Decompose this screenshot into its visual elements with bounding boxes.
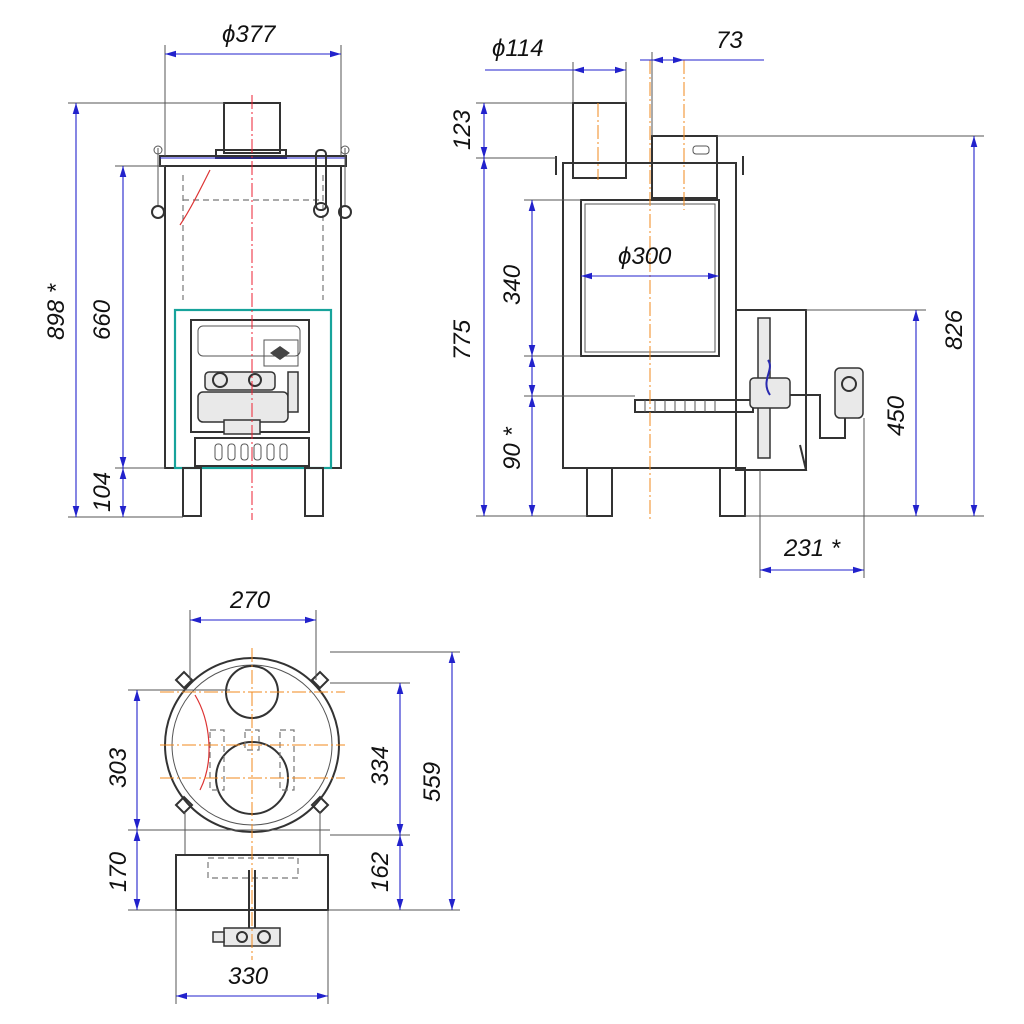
dim-base-offset: 90 * <box>499 427 526 470</box>
dim-total-depth: 559 <box>419 762 446 802</box>
dim-burner-height: 450 <box>883 395 910 436</box>
mounting-lug-icon <box>174 670 330 815</box>
dim-inner-depth: 334 <box>367 746 394 786</box>
dim-flue-offset: 73 <box>716 27 743 54</box>
dim-lower-depth: 162 <box>367 852 394 892</box>
dim-total-height: 898 * <box>43 283 70 340</box>
dim-flue-height: 123 <box>449 109 476 150</box>
dim-width-bottom: 330 <box>228 963 269 990</box>
burner-slots <box>214 443 288 461</box>
dim-flue-diameter: ϕ114 <box>492 35 544 62</box>
lifting-lug-left-icon <box>151 145 165 219</box>
dim-center-offset: 303 <box>105 747 132 788</box>
dim-burner-projection: 231 * <box>783 535 841 562</box>
top-view: 270 303 170 334 162 559 330 <box>105 587 460 1004</box>
dim-overall-height: 826 <box>941 309 968 350</box>
dim-top-diameter: ϕ377 <box>222 21 277 48</box>
gas-connector-icon <box>212 927 281 947</box>
burner-assembly-icon <box>749 317 864 459</box>
gas-valve-icon <box>197 371 299 435</box>
dim-firebox-height: 775 <box>449 319 476 360</box>
side-view: ϕ114 73 123 340 ϕ300 775 90 * 826 450 23 <box>449 27 984 578</box>
dim-door-diameter: ϕ300 <box>618 243 672 270</box>
dim-front-depth: 170 <box>105 851 132 892</box>
dim-door-height: 340 <box>499 264 526 305</box>
dim-leg-height: 104 <box>89 472 116 512</box>
dim-body-height: 660 <box>89 299 116 340</box>
front-view: ϕ377 898 * 660 104 <box>43 21 352 520</box>
dim-width-top: 270 <box>229 587 271 614</box>
